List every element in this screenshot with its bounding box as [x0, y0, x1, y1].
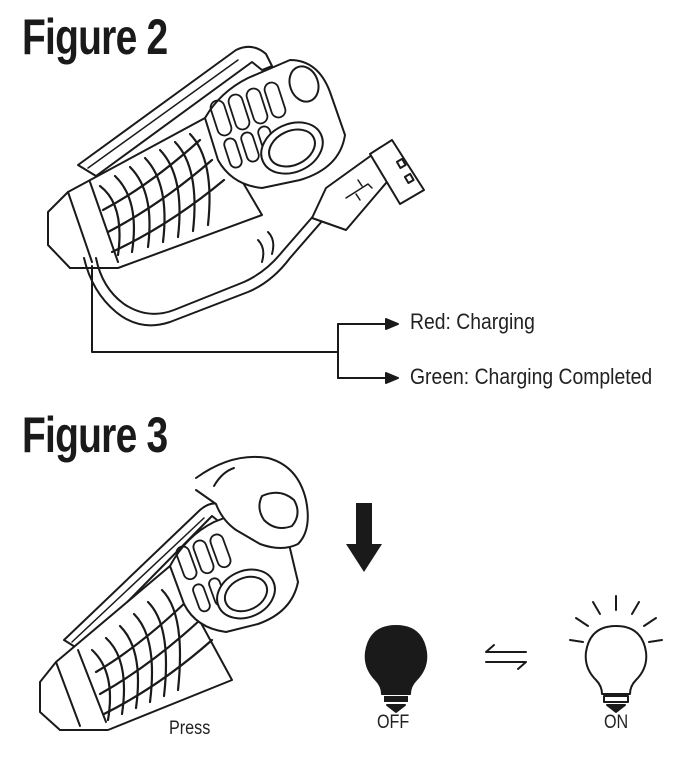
flashlight-tube	[47, 117, 263, 269]
flashlight-tube-2	[39, 565, 233, 731]
press-caption: Press	[169, 718, 211, 739]
light-rays-icon	[569, 595, 663, 643]
arrowhead-green	[385, 372, 399, 384]
usb-icon	[345, 179, 373, 201]
bulb-on-icon	[569, 595, 663, 713]
usb-connector	[311, 139, 425, 231]
flashlight-charging-illustration	[47, 45, 425, 327]
indicator-leader-lines	[91, 265, 399, 384]
press-down-arrow	[346, 503, 382, 572]
figure-3-title: Figure 3	[22, 407, 168, 463]
flashlight-lens-2	[216, 568, 276, 620]
knurling-pattern	[98, 132, 226, 257]
indicator-green-label: Green: Charging Completed	[410, 364, 653, 389]
side-button	[288, 65, 320, 103]
finger-icon	[195, 455, 309, 549]
usb-cable	[83, 211, 331, 327]
on-caption: ON	[604, 712, 629, 733]
bulb-off-icon	[364, 625, 428, 713]
pocket-clip	[77, 45, 273, 177]
flashlight-lens	[260, 121, 324, 175]
arrowhead-red	[385, 318, 399, 330]
indicator-red-label: Red: Charging	[410, 309, 535, 334]
toggle-arrows-icon	[485, 644, 527, 670]
off-caption: OFF	[377, 712, 410, 733]
figure-2-title: Figure 2	[22, 9, 168, 65]
